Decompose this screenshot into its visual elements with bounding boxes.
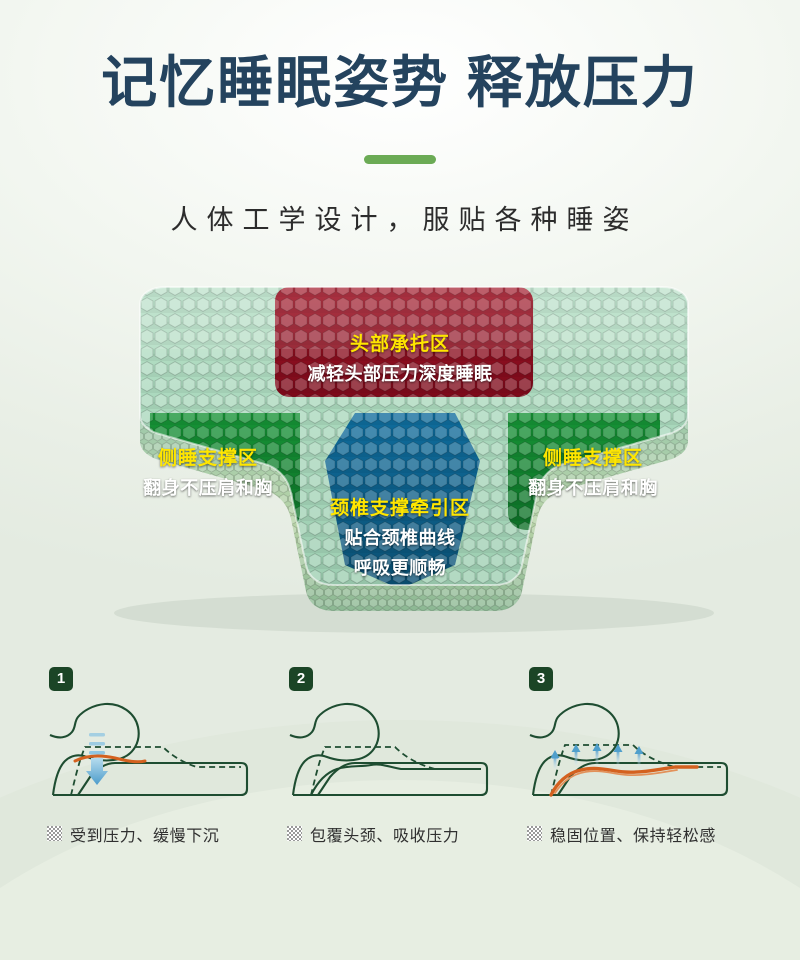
- step-caption: 稳固位置、保持轻松感: [525, 822, 755, 846]
- step-illustration-sinking: [49, 702, 249, 796]
- up-arrows-icon: [550, 742, 644, 769]
- pillow-top-outline: [139, 285, 689, 586]
- step-item: 3: [525, 666, 755, 846]
- pillow-illustration: [114, 285, 714, 633]
- step-item: 2 包覆头颈、吸收压力: [285, 666, 515, 846]
- step-caption-text: 稳固位置、保持轻松感: [550, 827, 717, 845]
- pillow-shadow: [114, 592, 714, 633]
- step-caption-text: 包覆头颈、吸收压力: [310, 827, 460, 845]
- step-number-badge: 3: [529, 666, 553, 691]
- step-number-badge: 1: [49, 666, 73, 691]
- page-subtitle: 人体工学设计，服贴各种睡姿: [170, 204, 639, 235]
- step-caption-text: 受到压力、缓慢下沉: [70, 827, 220, 845]
- pillow-top-face: [140, 286, 688, 585]
- checker-bullet-icon: [47, 826, 62, 842]
- steps-row: 1: [0, 666, 800, 846]
- down-arrow-icon: [86, 732, 108, 785]
- page-title: 记忆睡眠姿势 释放压力: [101, 51, 699, 114]
- step-caption: 受到压力、缓慢下沉: [45, 822, 275, 846]
- checker-bullet-icon: [527, 826, 542, 842]
- step-illustration-wrapping: [289, 702, 489, 796]
- header: 记忆睡眠姿势 释放压力 人体工学设计，服贴各种睡姿: [0, 0, 800, 237]
- step-number-badge: 2: [289, 666, 313, 691]
- title-divider: [364, 154, 436, 164]
- step-illustration-support: [529, 702, 729, 797]
- step-item: 1: [45, 666, 275, 846]
- step-caption: 包覆头颈、吸收压力: [285, 822, 515, 846]
- pillow-diagram: 头部承托区 减轻头部压力深度睡眠 侧睡支撑区 翻身不压肩和胸 侧睡支撑区 翻身不…: [0, 265, 800, 645]
- checker-bullet-icon: [287, 826, 302, 842]
